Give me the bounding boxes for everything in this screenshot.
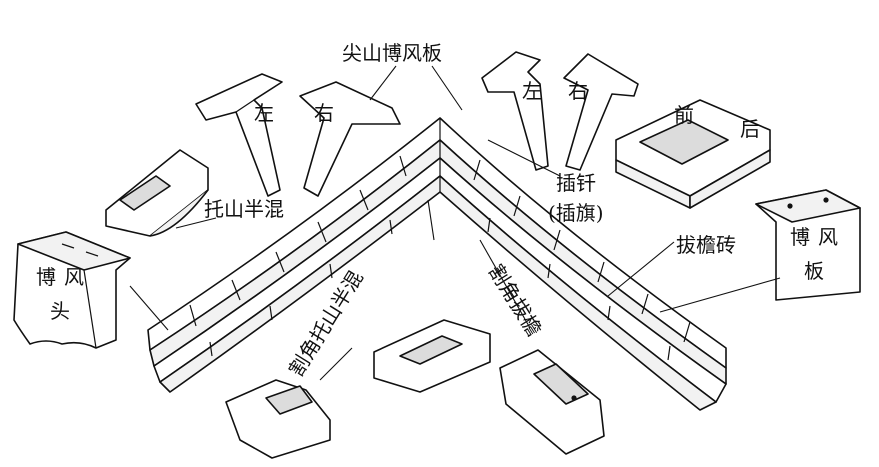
label-chaqian: 插钎: [556, 171, 596, 195]
jianshan-board-right-pair: [481, 51, 639, 171]
front-back-block: [615, 99, 771, 209]
jianshan-board-left-pair: [195, 73, 401, 197]
gejiao-tuoshan-banhun-block: [225, 379, 331, 459]
label-you-1: 右: [314, 101, 334, 125]
label-bofengtou-3: 头: [50, 299, 70, 323]
bofengban-piece: [755, 189, 861, 301]
tuoshan-banhun-block: [105, 149, 209, 237]
label-qian: 前: [674, 103, 694, 127]
bofengtou-piece: [13, 231, 131, 349]
gable-band: [147, 117, 727, 411]
label-bayanzhuan: 拔檐砖: [676, 233, 736, 257]
label-zuo-2: 左: [522, 79, 542, 103]
label-bofengban-2: 风: [818, 225, 838, 249]
center-lower-block: [373, 319, 491, 393]
label-zuo-1: 左: [254, 101, 274, 125]
leader-lines: [129, 65, 781, 381]
label-chaqi: (插旗): [548, 201, 604, 225]
label-tuoshan-banhun: 托山半混: [204, 197, 284, 221]
label-bofengtou-2: 风: [64, 265, 84, 289]
gejiao-bayan-block: [499, 349, 605, 455]
label-bofengtou-1: 博: [36, 265, 56, 289]
label-you-2: 右: [568, 79, 588, 103]
label-jianshan-bofengban: 尖山博风板: [342, 41, 442, 65]
label-hou: 后: [740, 117, 760, 141]
label-bofengban-1: 博: [790, 225, 810, 249]
label-bofengban-3: 板: [804, 259, 824, 283]
